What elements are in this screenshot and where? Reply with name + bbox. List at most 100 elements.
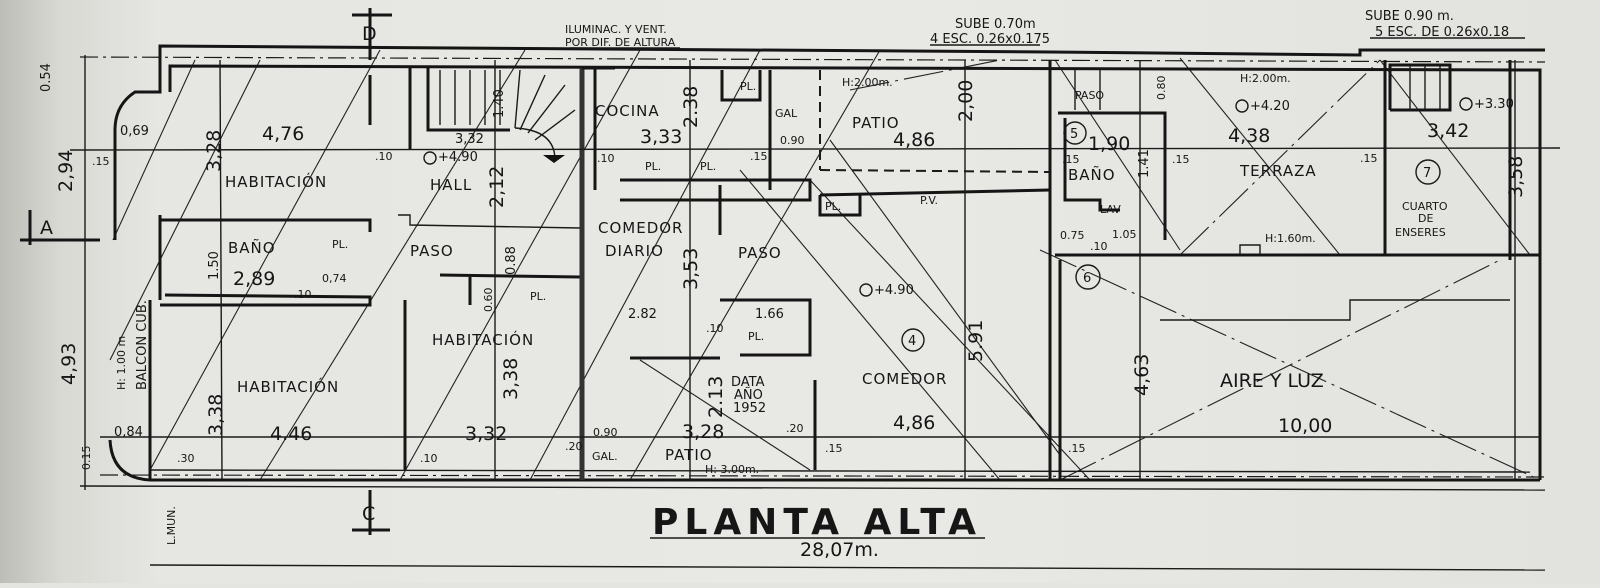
- note: AÑO: [734, 387, 763, 403]
- note: ILUMINAC. Y VENT.: [565, 23, 667, 36]
- dimension: 4,76: [262, 123, 304, 145]
- dimension-lines: [20, 8, 1561, 539]
- note: H: 3.00m.: [705, 463, 759, 476]
- room-label: HABITACIÓN: [432, 330, 534, 349]
- dimension: .15: [750, 150, 768, 163]
- dimension: 3,58: [1505, 156, 1527, 198]
- room-label: GAL: [775, 107, 798, 120]
- dimension: .10: [420, 452, 438, 465]
- dimension: 1,90: [1088, 133, 1130, 155]
- dimension: .15: [1068, 442, 1086, 455]
- note: H: 1.00 m: [115, 336, 128, 390]
- room-label: PATIO: [852, 114, 900, 132]
- section-mark-c: C: [362, 503, 375, 525]
- dimension: 0.90: [593, 426, 618, 439]
- dimension: 3,53: [680, 248, 702, 290]
- plumbing-label: PL.: [530, 290, 546, 303]
- note: 1952: [733, 401, 766, 416]
- dimension: .15: [825, 442, 843, 455]
- dimension: 1.40: [492, 89, 507, 118]
- dimension: 4,38: [1228, 125, 1270, 147]
- dimension: .20: [786, 422, 804, 435]
- room-label: COCINA: [595, 102, 660, 120]
- room-label: DIARIO: [605, 242, 664, 260]
- note: SUBE 0.90 m.: [1365, 9, 1454, 24]
- room-label: DE: [1418, 212, 1433, 225]
- section-mark-a: A: [40, 217, 53, 239]
- dimension: 4,86: [893, 129, 935, 151]
- note: BALCON CUB.: [135, 300, 150, 390]
- dimension: 1.05: [1112, 228, 1137, 241]
- dimension: 3,42: [1427, 120, 1469, 142]
- plumbing-label: PL.: [700, 160, 716, 173]
- dimension: 4,86: [893, 412, 935, 434]
- room-label: HABITACIÓN: [237, 377, 339, 396]
- dimension: 1.41: [1137, 149, 1152, 178]
- dimension: .30: [177, 452, 195, 465]
- room-label: HALL: [430, 176, 472, 194]
- unit-number: 5: [1070, 127, 1078, 142]
- room-label: BAÑO: [228, 238, 276, 257]
- note: P.V.: [920, 194, 938, 207]
- staircases: [439, 65, 1441, 163]
- room-label: PATIO: [665, 446, 713, 464]
- labels: D C A ILUMINAC. Y VENT. POR DIF. DE ALTU…: [39, 9, 1527, 561]
- dimension: .15: [1360, 152, 1378, 165]
- hatch-lines: [109, 49, 1541, 481]
- dimension: .10: [294, 288, 312, 301]
- plumbing-label: PL.: [645, 160, 661, 173]
- dimension: .15: [1172, 153, 1190, 166]
- page-title: PLANTA ALTA: [652, 502, 982, 543]
- note: SUBE 0.70m: [955, 17, 1036, 32]
- dimension: 2,89: [233, 268, 275, 290]
- dimension: 4,93: [58, 343, 80, 385]
- room-label: LAV: [1100, 203, 1121, 216]
- dimension: .10: [706, 322, 724, 335]
- dimension: 10,00: [1278, 415, 1332, 437]
- plumbing-label: PL.: [825, 200, 841, 213]
- dimension: 0,69: [120, 124, 149, 139]
- room-label: AIRE Y LUZ: [1220, 370, 1324, 392]
- note: L.MUN.: [165, 506, 178, 545]
- walls: [79, 44, 1546, 571]
- plumbing-label: PL.: [748, 330, 764, 343]
- total-length: 28,07m.: [800, 539, 879, 561]
- dimension: 2.13: [705, 376, 727, 418]
- dimension: 0,84: [114, 425, 143, 440]
- note: 5 ESC. DE 0.26x0.18: [1375, 25, 1509, 40]
- room-label: PASO: [1075, 89, 1104, 102]
- room-label: COMEDOR: [862, 370, 947, 388]
- dimension: 3,33: [640, 126, 682, 148]
- unit-number: 4: [908, 334, 916, 349]
- level-label: +4.20: [1250, 99, 1290, 114]
- plumbing-label: PL.: [740, 80, 756, 93]
- plumbing-label: PL.: [332, 238, 348, 251]
- dimension: .10: [375, 150, 393, 163]
- note: H:2.00m.: [842, 76, 893, 89]
- dimension: 2.82: [628, 307, 657, 322]
- room-label: PASO: [738, 244, 782, 262]
- level-label: +4.90: [874, 283, 914, 298]
- room-label: TERRAZA: [1239, 162, 1317, 180]
- dimension: .15: [92, 155, 110, 168]
- unit-circles: [901, 121, 1441, 352]
- dimension: 3,28: [203, 130, 225, 172]
- dimension: .10: [597, 152, 615, 165]
- dimension: 4,63: [1131, 354, 1153, 396]
- room-label: GAL.: [592, 450, 618, 463]
- dimension: 2.38: [680, 86, 702, 128]
- unit-number: 6: [1083, 271, 1091, 286]
- dimension: 0,74: [322, 272, 347, 285]
- dimension: 0.15: [80, 446, 93, 471]
- dimension: 3,28: [682, 421, 724, 443]
- dimension: 0.75: [1060, 229, 1085, 242]
- room-label: COMEDOR: [598, 219, 683, 237]
- level-label: +4.90: [438, 150, 478, 165]
- dimension: 0.90: [780, 134, 805, 147]
- dimension: 3,38: [500, 358, 522, 400]
- dimension: 2,94: [55, 150, 77, 192]
- room-label: CUARTO: [1402, 200, 1448, 213]
- dimension: .15: [1062, 153, 1080, 166]
